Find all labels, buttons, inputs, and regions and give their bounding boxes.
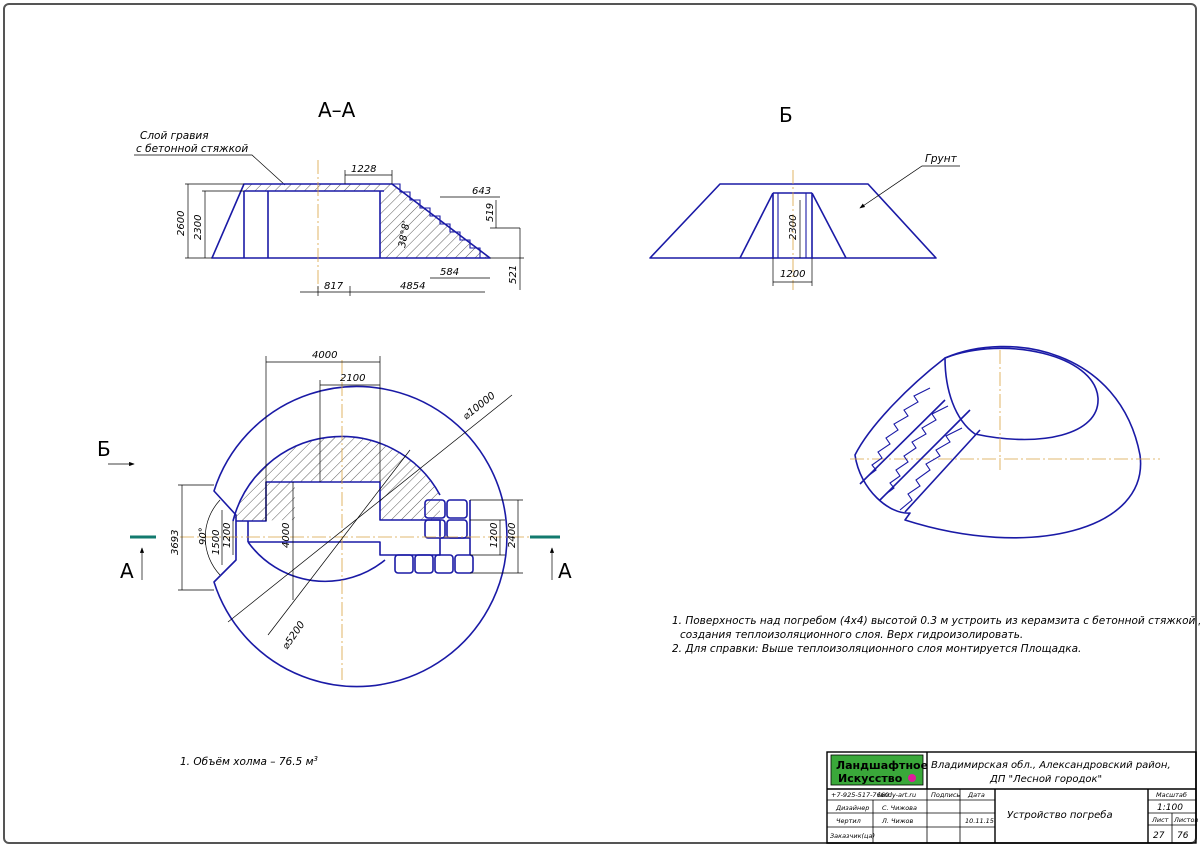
tb-drawing-title: Устройство погреба [1007,809,1113,821]
view-b: Б 2300 1200 Грунт [649,103,960,290]
inner-ring-d5200 [232,435,441,522]
tb-site: landy-art.ru [878,791,916,799]
dim-4000-top: 4000 [312,350,337,361]
cellar-hatch [233,436,440,521]
tb-sheet-value: 27 [1153,831,1165,841]
dim-d5200-line [267,449,411,636]
plan-view: А А Б 4000 2100 ⌀10000 ⌀5200 3693 90° 15… [97,350,572,688]
logo-line2: Искусство [838,772,903,785]
tb-col-signature: Подпись [931,791,960,799]
section-letter-left: А [120,559,134,583]
dim-90-arc [204,499,221,576]
dim-2600: 2600 [176,211,187,236]
dim-1200-left: 1200 [222,523,233,548]
inner-ring-lower [247,541,386,583]
dim-1228: 1228 [351,164,376,175]
tb-scale-value: 1:100 [1157,803,1183,813]
dim-1200-right: 1200 [489,523,500,548]
dim-1500: 1500 [211,530,222,555]
tb-sheet-label: Лист [1151,816,1169,824]
dim-643: 643 [472,186,491,197]
dim-angle: 38°8' [397,220,412,248]
logo-box [830,754,924,786]
tb-location-line1: Владимирская обл., Александровский район… [931,759,1171,771]
outer-circle-d10000 [213,385,508,688]
tb-sheets-label: Листов [1173,816,1198,824]
tb-location-line2: ДП "Лесной городок" [989,774,1102,785]
iso-stairs [859,387,981,513]
note-line2: создания теплоизоляционного слоя. Верх г… [680,629,1023,641]
ground-label: Грунт [925,153,958,165]
plan-arrow-b-letter: Б [97,437,111,461]
note-line1: 1. Поверхность над погребом (4х4) высото… [672,615,1200,627]
dim-2400: 2400 [507,523,518,548]
gravel-label-line1: Слой гравия [140,130,209,142]
dim-d5200: ⌀5200 [280,620,307,652]
dim-4854: 4854 [400,281,425,292]
gravel-label-line2: с бетонной стяжкой [136,143,248,155]
dim-2100: 2100 [340,373,365,384]
ground-leader [859,165,960,209]
logo-line1: Ландшафтное [836,759,928,772]
dim-2300-aa: 2300 [193,215,204,240]
dim-d10000-line [227,394,513,623]
iso-top-ellipse [944,347,1099,441]
tb-row-customer: Заказчик(ца) [830,832,875,840]
dim-817: 817 [324,281,344,292]
logo-dot [908,774,916,782]
title-block: Ландшафтное Искусство Владимирская обл.,… [826,751,1198,844]
tb-sheets-value: 76 [1177,831,1189,841]
tb-scale-label: Масштаб [1156,791,1187,799]
gravel-leader [134,154,286,186]
hill-profile-b [649,183,937,259]
dim-d10000: ⌀10000 [461,390,498,422]
dim-519: 519 [485,203,496,222]
dim-1200-b: 1200 [780,269,805,280]
tb-phone: +7-925-517-7660 [831,791,889,799]
entrance-outer-right [811,192,847,259]
dim-2300-b: 2300 [788,215,799,240]
section-aa-title: А–А [318,98,356,122]
dim-3693: 3693 [170,530,181,555]
stair-steps [392,183,481,258]
tb-row-designer: Дизайнер [835,804,869,812]
sheet-border [3,3,1197,844]
entrance-outer-left [739,192,774,259]
dim-521: 521 [508,265,519,284]
tb-drafter-name: Л. Чижов [881,817,914,825]
tb-date: 10.11.15 [965,817,994,825]
dim-90: 90° [198,527,209,545]
tb-col-date: Дата [967,791,985,799]
note-line3: 2. Для справки: Выше теплоизоляционного … [672,643,1081,655]
isometric-view [850,345,1160,539]
stair-blocks [394,499,474,574]
tb-row-drafter: Чертил [836,817,861,825]
dim-4000-mid: 4000 [281,523,292,548]
dim-584: 584 [440,267,459,278]
section-aa: А–А Слой гравия с бетонной стяжкой 2600 … [134,98,524,296]
iso-hill-outline [854,345,1142,539]
view-b-title: Б [779,103,793,127]
tb-designer-name: С. Чижова [882,804,917,812]
volume-note: 1. Объём холма – 76.5 м3 [180,755,318,768]
section-letter-right: А [558,559,572,583]
